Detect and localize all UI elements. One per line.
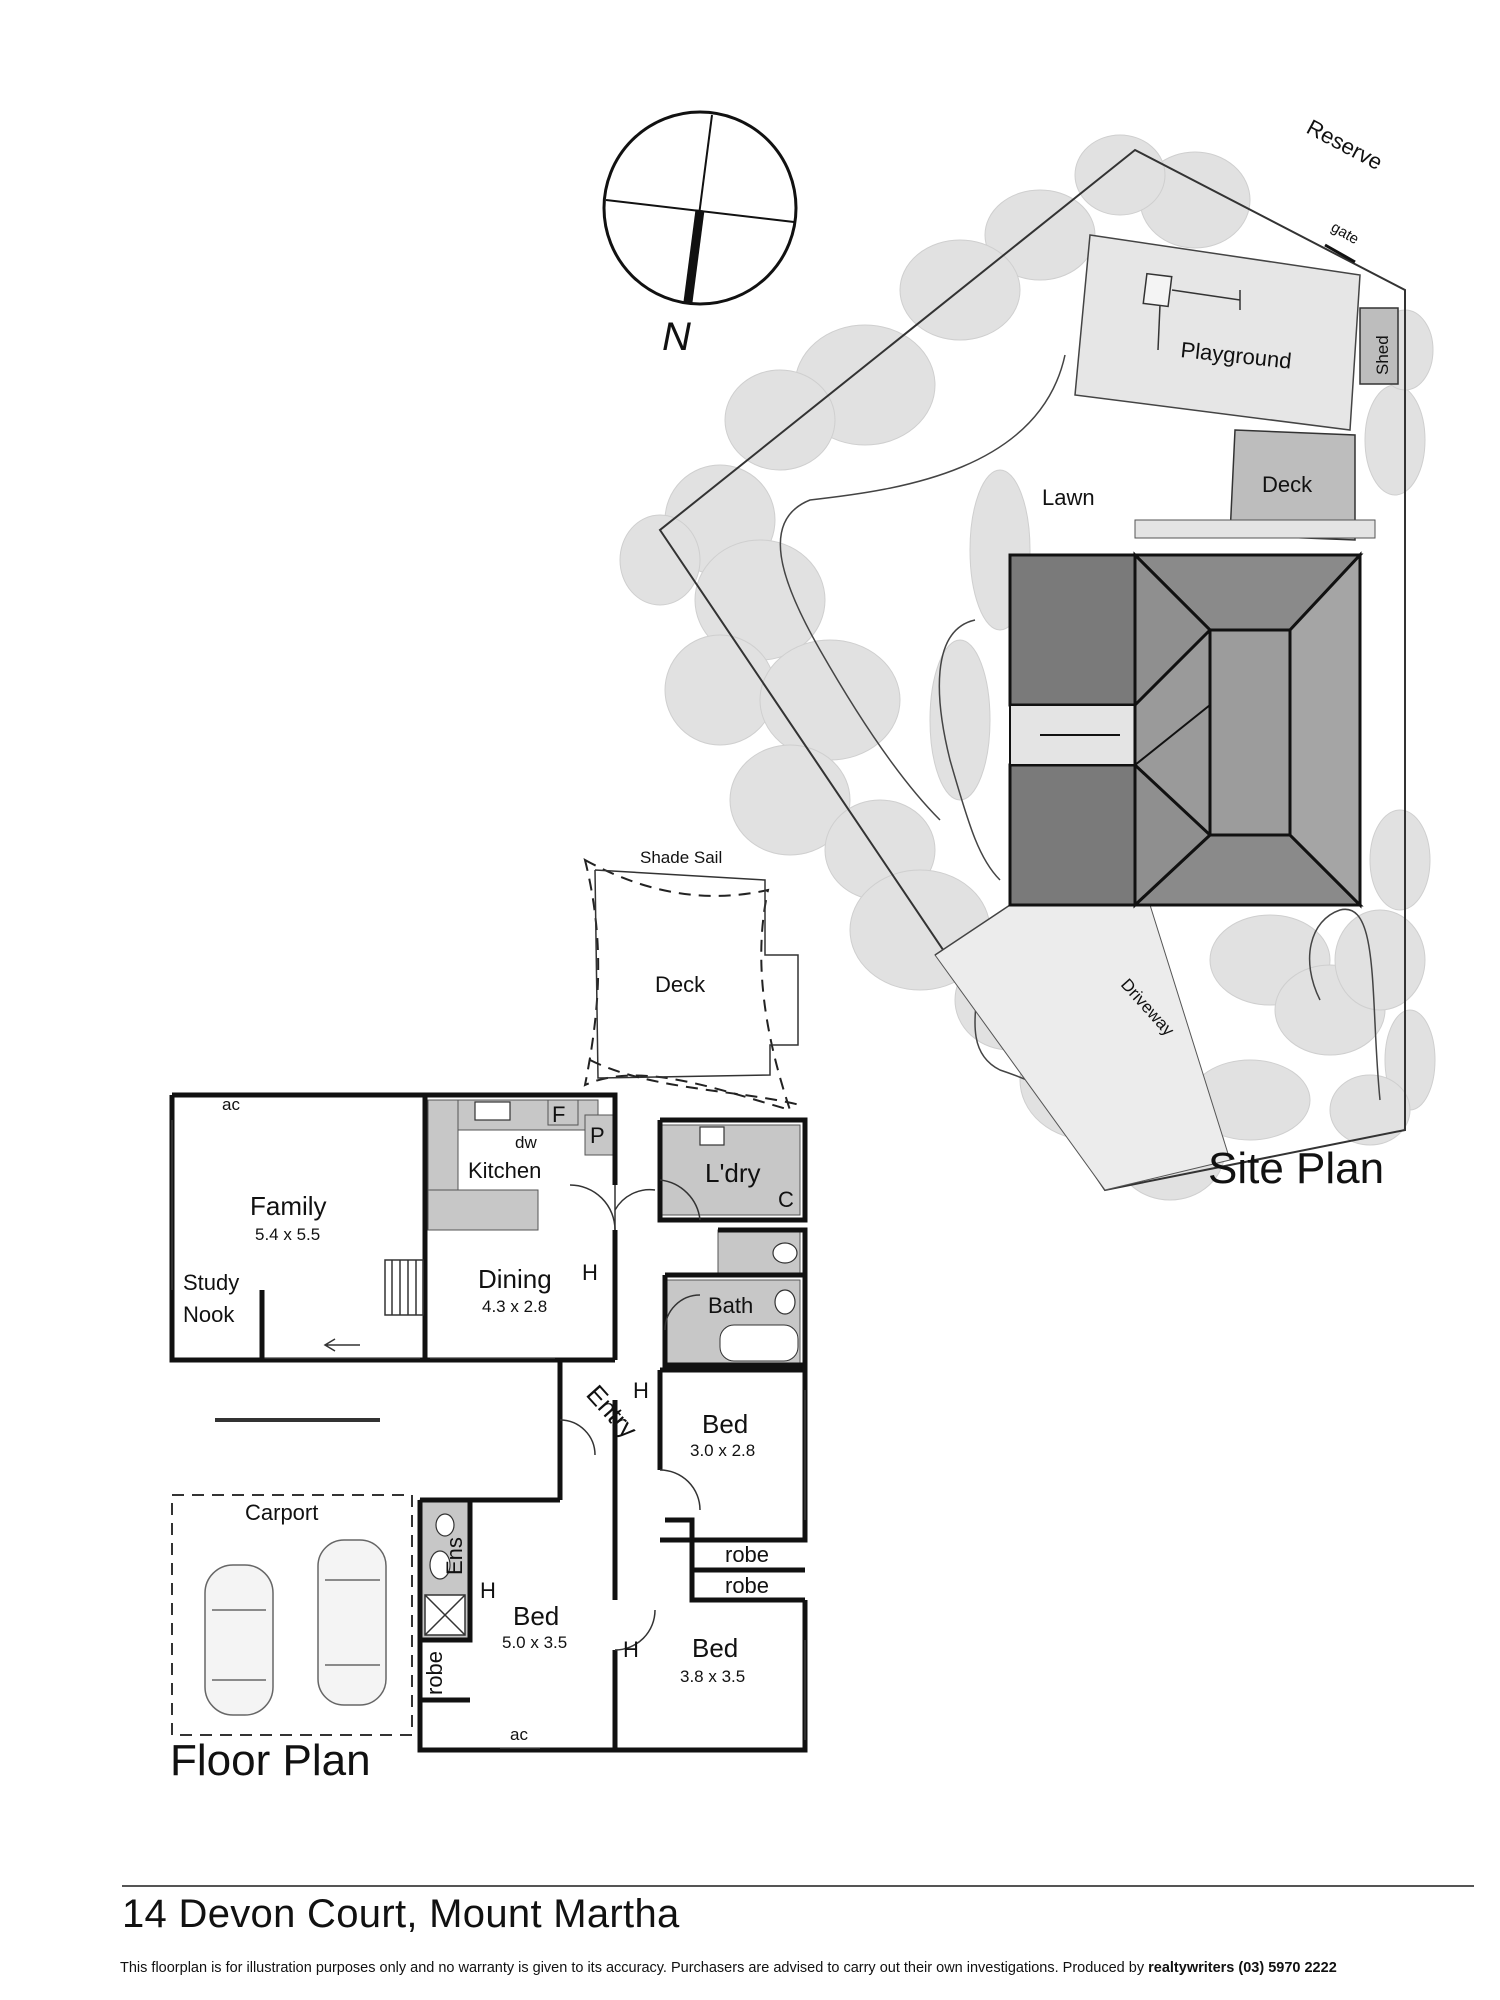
site-gate-label: gate [1328, 219, 1362, 248]
bath-label: Bath [708, 1293, 753, 1318]
garden-path-line [779, 354, 1066, 821]
ensuite-label: Ens [442, 1537, 467, 1575]
robe-label-2: robe [725, 1573, 769, 1598]
disclaimer-body: This floorplan is for illustration purpo… [120, 1960, 1149, 1976]
pantry-label: P [590, 1123, 605, 1148]
garden-path-line [1308, 908, 1381, 1101]
bed2-size: 3.8 x 3.5 [680, 1667, 745, 1686]
disclaimer-text: This floorplan is for illustration purpo… [120, 1960, 1337, 1976]
dining-heater-label: H [582, 1260, 598, 1285]
site-shed-label: Shed [1373, 335, 1392, 375]
producer-credit: realtywriters (03) 5970 2222 [1148, 1960, 1337, 1976]
windows [171, 1120, 806, 1749]
bed2-heater-label: H [623, 1637, 639, 1662]
bed1-label: Bed [702, 1409, 748, 1439]
footer-divider [122, 1885, 1474, 1887]
master-robe-label: robe [422, 1651, 447, 1695]
family-ac-label: ac [222, 1095, 240, 1114]
floor-deck-label: Deck [655, 972, 706, 997]
robe-label-1: robe [725, 1542, 769, 1567]
garden-path-line [938, 619, 1001, 881]
study-nook-label-1: Study [183, 1270, 239, 1295]
floor-plan-title: Floor Plan [170, 1736, 371, 1785]
bed2-label: Bed [692, 1633, 738, 1663]
gate [1324, 243, 1356, 264]
fridge-label: F [552, 1102, 565, 1127]
shed [1359, 307, 1399, 385]
site-plan: Driveway Playground gate Reserve Shed De… [619, 114, 1436, 1201]
entry-heater-label: H [633, 1378, 649, 1403]
master-ac-label: ac [510, 1725, 528, 1744]
play-equipment-icon [1142, 272, 1241, 351]
dishwasher-label: dw [515, 1133, 537, 1152]
shower-icon [424, 1594, 466, 1636]
site-plan-title: Site Plan [1208, 1144, 1384, 1193]
property-address: 14 Devon Court, Mount Martha [122, 1892, 680, 1936]
compass-north-label: N [662, 315, 691, 359]
carport-label: Carport [245, 1500, 318, 1525]
deck-arc [589, 1059, 801, 1106]
site-deck [1229, 429, 1356, 541]
laundry-bench [659, 1124, 801, 1216]
fridge [547, 1099, 579, 1126]
bed1-size: 3.0 x 2.8 [690, 1441, 755, 1460]
shade-sail-label: Shade Sail [640, 848, 722, 867]
door-swings [559, 1179, 701, 1651]
cupboard-label: C [778, 1187, 794, 1212]
master-heater-label: H [480, 1578, 496, 1603]
floor-plan: Shade Sail Deck [169, 848, 808, 1785]
family-room-label: Family [250, 1191, 327, 1221]
north-compass-icon: N [602, 110, 798, 359]
car-icon [204, 1539, 387, 1716]
stairs [384, 1259, 424, 1316]
site-lawn-label: Lawn [1042, 485, 1095, 510]
sink-icon [429, 1101, 796, 1580]
kitchen-benches [427, 1099, 599, 1231]
carport-outline [171, 1494, 413, 1736]
site-boundary [658, 148, 1406, 1192]
pantry [584, 1114, 614, 1156]
site-deck-label: Deck [1262, 472, 1313, 497]
kitchen-label: Kitchen [468, 1158, 541, 1183]
toilet-icon [435, 1242, 798, 1537]
study-nook-label-2: Nook [183, 1302, 235, 1327]
arrow-left-icon [323, 1338, 360, 1352]
dining-room-label: Dining [478, 1264, 552, 1294]
floor-deck-outline [594, 869, 799, 1079]
dining-room-size: 4.3 x 2.8 [482, 1297, 547, 1316]
bathtub-icon [719, 1324, 799, 1362]
house-roof [1008, 519, 1376, 909]
family-room-size: 5.4 x 5.5 [255, 1225, 320, 1244]
master-bed-label: Bed [513, 1601, 559, 1631]
playground-area [1074, 234, 1361, 431]
laundry-label: L'dry [705, 1158, 761, 1188]
site-reserve-label: Reserve [1303, 114, 1387, 175]
master-bed-size: 5.0 x 3.5 [502, 1633, 567, 1652]
